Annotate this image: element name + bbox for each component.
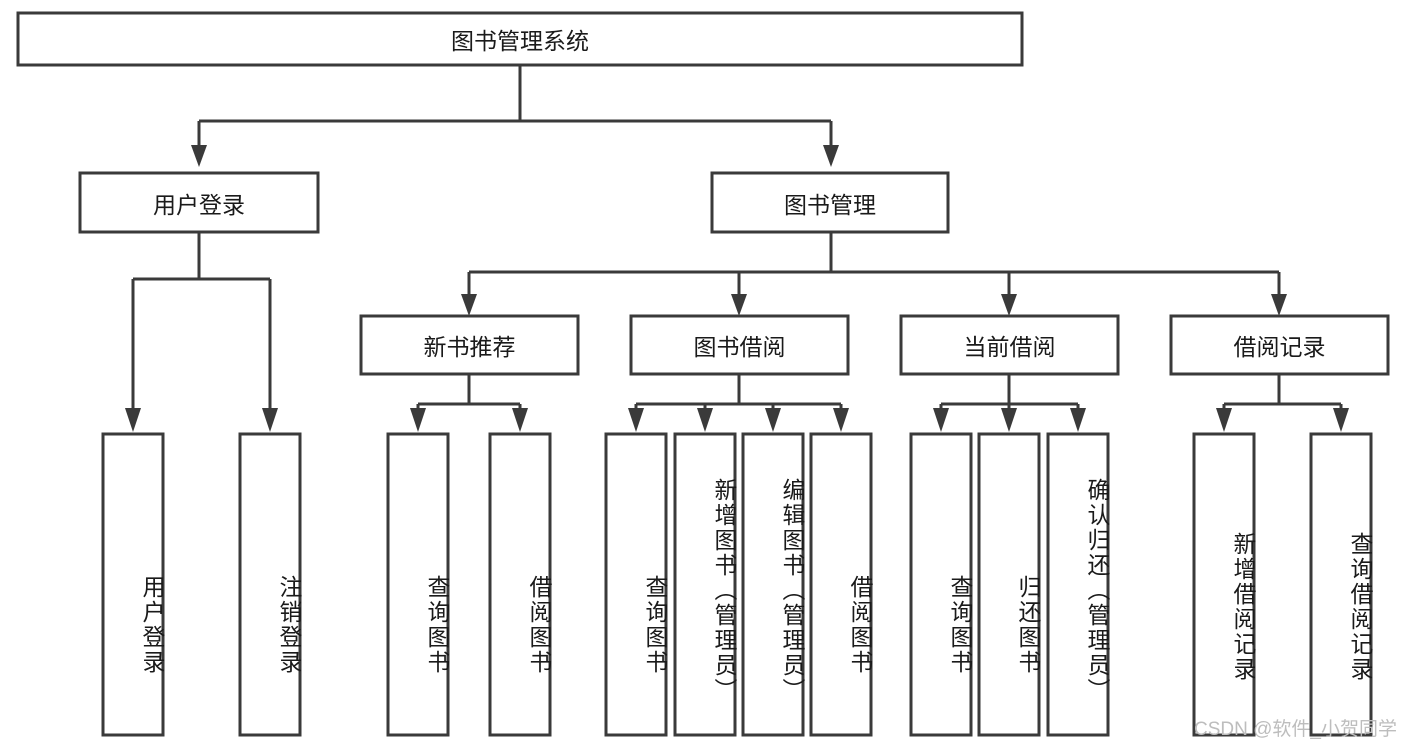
node-box-br-query-record[interactable] [1309, 432, 1373, 737]
node-box-user-login-login[interactable] [101, 432, 165, 737]
node-box-root[interactable] [16, 11, 1024, 67]
arrow-bb-child-3 [765, 408, 781, 432]
arrow-to-userlogin [191, 145, 207, 167]
node-box-new-book-recommend[interactable] [359, 314, 580, 376]
arrow-bb-child-1 [628, 408, 644, 432]
arrow-cb-child-1 [933, 408, 949, 432]
arrow-br-child-2 [1333, 408, 1349, 432]
arrow-br-child-1 [1216, 408, 1232, 432]
arrow-bookmanage-child-1 [461, 294, 477, 316]
arrow-bb-child-2 [697, 408, 713, 432]
arrow-bookmanage-child-2 [731, 294, 747, 316]
arrow-bookmanage-child-3 [1001, 294, 1017, 316]
node-box-current-borrow[interactable] [899, 314, 1120, 376]
node-box-bb-add-book[interactable] [673, 432, 737, 737]
connector-group-user-login [125, 232, 278, 432]
arrow-userlogin-child-1 [125, 408, 141, 432]
arrow-to-bookmanage [823, 145, 839, 167]
node-box-book-borrow[interactable] [629, 314, 850, 376]
node-box-nbr-query-book[interactable] [386, 432, 450, 737]
connector-group-borrow-record [1216, 374, 1349, 432]
connector-group-current-borrow [933, 374, 1086, 432]
connector-group-new-book-recommend [410, 374, 528, 432]
node-box-bb-borrow-book[interactable] [809, 432, 873, 737]
connector-group-book-manage [461, 232, 1287, 316]
arrow-cb-child-3 [1070, 408, 1086, 432]
node-box-user-login-logout[interactable] [238, 432, 302, 737]
node-box-bb-query-book[interactable] [604, 432, 668, 737]
node-box-user-login[interactable] [78, 171, 320, 234]
connector-group-root [191, 65, 839, 167]
node-box-br-add-record[interactable] [1192, 432, 1256, 737]
arrow-bookmanage-child-4 [1271, 294, 1287, 316]
arrow-bb-child-4 [833, 408, 849, 432]
node-box-cb-return-book[interactable] [977, 432, 1041, 737]
node-box-bb-edit-book[interactable] [741, 432, 805, 737]
arrow-nbr-child-2 [512, 408, 528, 432]
connector-group-book-borrow [628, 374, 849, 432]
node-box-nbr-borrow-book[interactable] [488, 432, 552, 737]
node-box-borrow-record[interactable] [1169, 314, 1390, 376]
node-box-book-manage[interactable] [710, 171, 950, 234]
node-box-cb-query-book[interactable] [909, 432, 973, 737]
arrow-nbr-child-1 [410, 408, 426, 432]
arrow-cb-child-2 [1001, 408, 1017, 432]
node-box-cb-confirm-return[interactable] [1046, 432, 1110, 737]
arrow-userlogin-child-2 [262, 408, 278, 432]
